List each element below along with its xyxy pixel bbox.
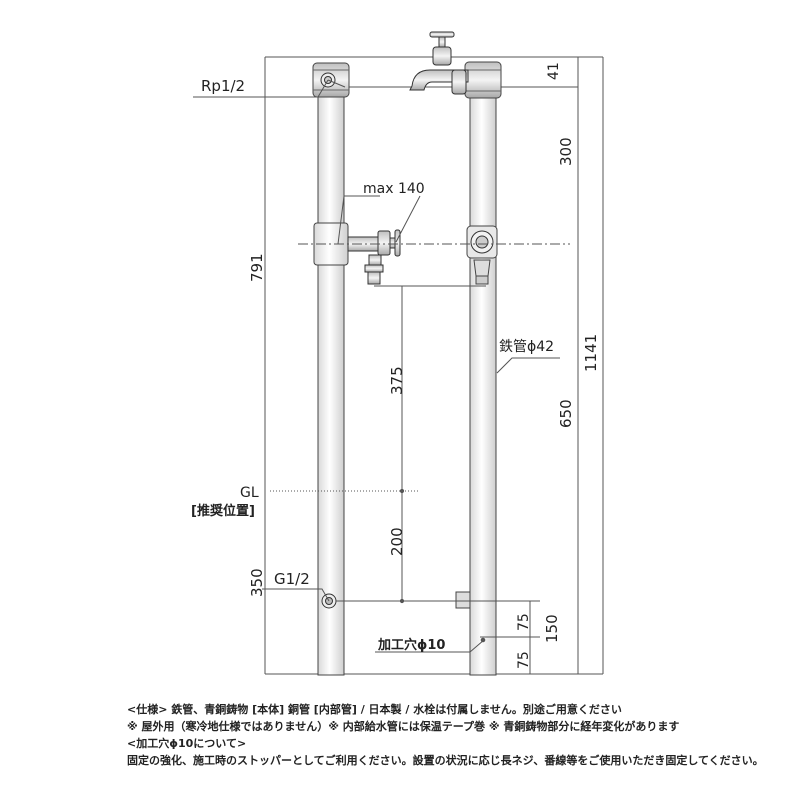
label-375: 375	[388, 366, 406, 395]
note-line: <仕様> 鉄管、青銅鋳物 [本体] 銅管 [内部管] / 日本製 / 水栓は付属…	[127, 703, 622, 716]
label-150: 150	[543, 614, 561, 643]
frame-lines	[264, 56, 604, 675]
spec-notes: <仕様> 鉄管、青銅鋳物 [本体] 銅管 [内部管] / 日本製 / 水栓は付属…	[127, 701, 797, 769]
label-200: 200	[388, 527, 406, 556]
label-max: max 140	[363, 181, 425, 197]
right-post	[455, 61, 502, 676]
left-post	[312, 62, 350, 676]
label-650: 650	[557, 399, 575, 428]
label-41: 41	[546, 62, 562, 80]
label-g: G1/2	[274, 570, 310, 588]
label-75-upper: 75	[516, 613, 532, 631]
label-gl: GL	[240, 485, 259, 501]
leader-lines	[193, 79, 560, 653]
dimension-lines	[327, 79, 540, 674]
label-pipe: 鉄管ϕ42	[499, 339, 554, 355]
note-line: 固定の強化、施工時のストッパーとしてご利用ください。設置の状況に応じ長ネジ、番線…	[127, 754, 764, 767]
dimension-labels: Rp1/2 max 140 791 41 300 1141 鉄管ϕ42 375 …	[191, 62, 600, 669]
top-faucet-icon	[409, 31, 469, 95]
label-1141: 1141	[582, 334, 600, 372]
label-gl-note: [推奨位置]	[191, 503, 255, 519]
label-791: 791	[248, 253, 266, 282]
label-300: 300	[557, 137, 575, 166]
note-line: ※ 屋外用（寒冷地仕様ではありません）※ 内部給水管には保温テープ巻 ※ 青銅鋳…	[127, 720, 680, 733]
side-faucet-icon	[347, 229, 401, 285]
label-350: 350	[248, 568, 266, 597]
note-line: <加工穴ϕ10について>	[127, 737, 247, 750]
label-hole: 加工穴ϕ10	[377, 637, 445, 653]
label-75-lower: 75	[516, 651, 532, 669]
label-rp: Rp1/2	[201, 77, 245, 95]
centerlines	[270, 243, 570, 492]
